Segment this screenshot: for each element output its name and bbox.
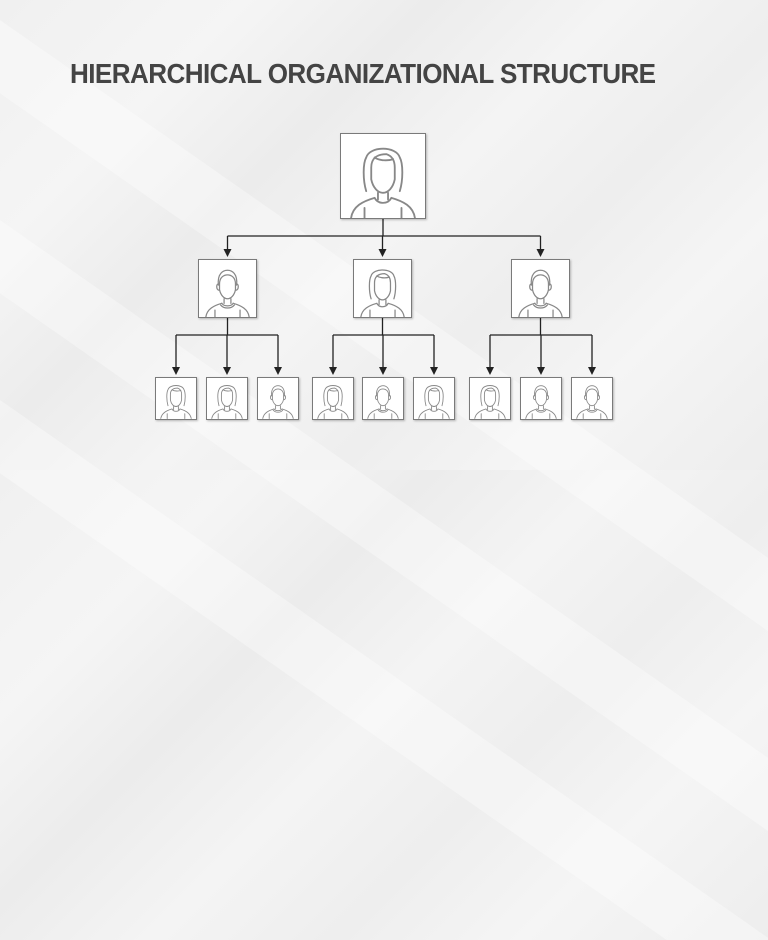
female-avatar-icon <box>470 378 510 419</box>
female-avatar-icon <box>207 378 247 419</box>
connector-lines <box>172 219 596 375</box>
org-node-s3 <box>257 377 299 420</box>
org-node-s6 <box>413 377 455 420</box>
diagram-title: HIERARCHICAL ORGANIZATIONAL STRUCTURE <box>70 58 656 89</box>
org-node-s5 <box>362 377 404 420</box>
org-node-s9 <box>571 377 613 420</box>
female-avatar-icon <box>341 134 425 218</box>
female-avatar-icon <box>354 260 411 317</box>
male-avatar-icon <box>512 260 569 317</box>
male-avatar-icon <box>572 378 612 419</box>
female-avatar-icon <box>414 378 454 419</box>
org-node-m3 <box>511 259 570 318</box>
org-node-m2 <box>353 259 412 318</box>
org-node-s1 <box>155 377 197 420</box>
org-node-s7 <box>469 377 511 420</box>
male-avatar-icon <box>521 378 561 419</box>
org-node-s4 <box>312 377 354 420</box>
org-node-m1 <box>198 259 257 318</box>
org-node-s2 <box>206 377 248 420</box>
male-avatar-icon <box>363 378 403 419</box>
female-avatar-icon <box>313 378 353 419</box>
org-node-s8 <box>520 377 562 420</box>
org-node-top <box>340 133 426 219</box>
female-avatar-icon <box>156 378 196 419</box>
male-avatar-icon <box>258 378 298 419</box>
male-avatar-icon <box>199 260 256 317</box>
